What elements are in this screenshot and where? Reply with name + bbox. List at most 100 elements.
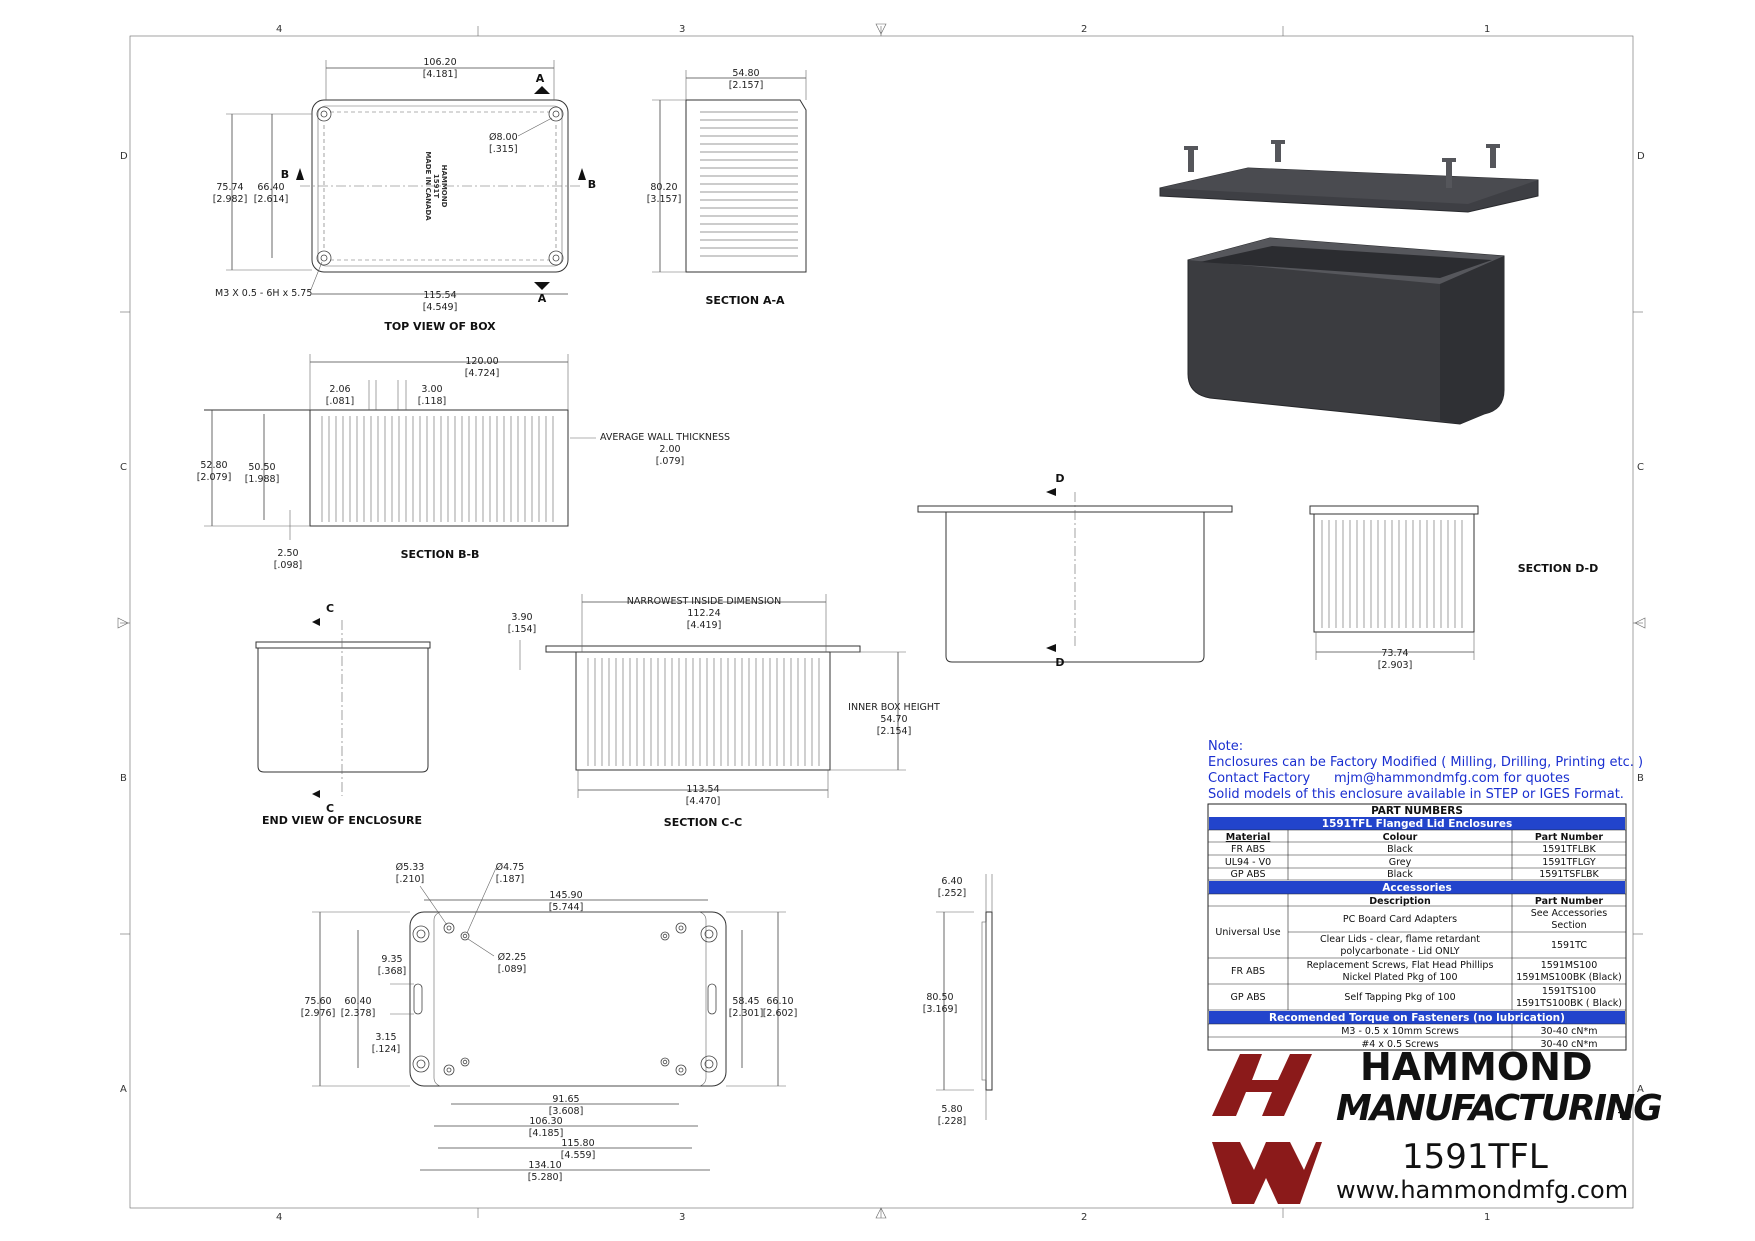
logo-trademark: TM [1618, 1111, 1631, 1120]
notes-block: Note: Enclosures can be Factory Modified… [1208, 739, 1643, 802]
acc3-description-line1: Replacement Screws, Flat Head Phillips [1307, 960, 1494, 971]
section-bb-inner-height: 50.50 [248, 462, 275, 473]
wall-thickness-dim: 2.00 [659, 444, 680, 455]
flange-thickness-dim-in: [.154] [508, 624, 537, 635]
lid-width-dim: 145.90 [549, 890, 582, 901]
lid-side-top-thickness-in: [.252] [938, 888, 967, 899]
base-thickness-dim-in: [.098] [274, 560, 303, 571]
wall-thickness-label: AVERAGE WALL THICKNESS [600, 432, 730, 443]
acc4-part-line1: 1591TS100 [1542, 986, 1596, 997]
table-section-torque: Recomended Torque on Fasteners (no lubri… [1269, 1012, 1565, 1024]
logo-mark-upper [1212, 1054, 1312, 1116]
grid-col-3-top: 3 [679, 24, 685, 35]
top-height-dim: 75.74 [216, 182, 243, 193]
acc4-description: Self Tapping Pkg of 100 [1344, 992, 1455, 1003]
lid-bottom-dim-2: 106.30 [529, 1116, 562, 1127]
lid-hole-diameter-1-in: [.210] [396, 874, 425, 885]
lid-hole-diameter-2-in: [.187] [496, 874, 525, 885]
note-email: mjm@hammondmfg.com for quotes [1334, 771, 1570, 786]
grid-col-2-bottom: 2 [1081, 1212, 1087, 1223]
section-c-marker-bottom: C [326, 802, 334, 815]
lid-side-height: 80.50 [926, 992, 953, 1003]
acc3-description-line2: Nickel Plated Pkg of 100 [1342, 972, 1457, 983]
grid-col-4-bottom: 4 [276, 1212, 282, 1223]
section-a-marker-top: A [536, 72, 545, 85]
grid-col-2-top: 2 [1081, 24, 1087, 35]
narrowest-inside-label: NARROWEST INSIDE DIMENSION [627, 596, 781, 607]
section-aa-height-in: [3.157] [647, 194, 682, 205]
note-line-3: Solid models of this enclosure available… [1208, 787, 1624, 802]
end-view-title: END VIEW OF ENCLOSURE [262, 814, 422, 827]
lid-hole-diameter-1: Ø5.33 [396, 862, 425, 873]
lid-bottom-dim-3-in: [4.559] [561, 1150, 596, 1161]
section-dd-width: 73.74 [1381, 648, 1408, 659]
lid-height-dim: 75.60 [304, 996, 331, 1007]
grid-row-a-left: A [120, 1084, 127, 1095]
narrowest-inside-dim-in: [4.419] [687, 620, 722, 631]
lid-width-dim-in: [5.744] [549, 902, 584, 913]
base-thickness-dim: 2.50 [277, 548, 298, 559]
table-title: PART NUMBERS [1371, 805, 1463, 817]
lid-top-view: Ø5.33 [.210] Ø4.75 [.187] Ø2.25 [.089] 1… [301, 862, 798, 1183]
torque1-description: M3 - 0.5 x 10mm Screws [1341, 1026, 1459, 1037]
grid-col-1-bottom: 1 [1484, 1212, 1490, 1223]
hammond-logo: HAMMOND MANUFACTURING TM 1591TFL www.ham… [1212, 1045, 1663, 1204]
section-b-marker-right: B [588, 178, 596, 191]
section-cc-bottom-dim: 113.54 [686, 784, 719, 795]
torque2-description: #4 x 0.5 Screws [1361, 1039, 1438, 1050]
top-width-dim-in: [4.181] [423, 69, 458, 80]
grid-row-a-right: A [1637, 1084, 1644, 1095]
acc1-description: PC Board Card Adapters [1343, 914, 1457, 925]
arrow-a-top [534, 86, 550, 94]
lid-inner-spacing-in: [2.301] [729, 1008, 764, 1019]
grid-row-d-right: D [1637, 151, 1645, 162]
grid-row-b-left: B [120, 773, 127, 784]
grid-row-d-left: D [120, 151, 128, 162]
lid-side-height-in: [3.169] [923, 1004, 958, 1015]
section-c-marker-top: C [326, 602, 334, 615]
row3-colour: Black [1387, 869, 1413, 880]
grid-ticks [117, 23, 1646, 1219]
lid-bottom-dim-1: 91.65 [552, 1094, 579, 1105]
row1-colour: Black [1387, 844, 1413, 855]
section-aa-width: 54.80 [732, 68, 759, 79]
narrowest-inside-dim: 112.24 [687, 608, 720, 619]
hole-diameter-dim-in: [.315] [489, 144, 518, 155]
header-material: Material [1226, 832, 1270, 843]
lid-hole-spacing-height: 60.40 [344, 996, 371, 1007]
acc4-part-line2: 1591TS100BK ( Black) [1516, 998, 1622, 1009]
hole-diameter-dim: Ø8.00 [489, 132, 518, 143]
inner-box-height-dim-in: [2.154] [877, 726, 912, 737]
acc4-material: GP ABS [1231, 992, 1266, 1003]
rib-gap-dim: 3.00 [421, 384, 442, 395]
drawing-frame [129, 35, 1634, 1209]
top-bottom-dim-in: [4.549] [423, 302, 458, 313]
acc3-part-line2: 1591MS100BK (Black) [1516, 972, 1621, 983]
wall-thickness-dim-in: [.079] [656, 456, 685, 467]
logo-manufacturing: MANUFACTURING [1336, 1088, 1661, 1129]
top-inner-height-dim-in: [2.614] [254, 194, 289, 205]
note-line-1: Enclosures can be Factory Modified ( Mil… [1208, 755, 1643, 770]
header-colour: Colour [1383, 832, 1418, 843]
lid-bottom-dim-4-in: [5.280] [528, 1172, 563, 1183]
note-line-2a: Contact Factory [1208, 771, 1311, 786]
lid-side-bottom-thickness-in: [.228] [938, 1116, 967, 1127]
part-numbers-table: PART NUMBERS 1591TFL Flanged Lid Enclosu… [1207, 803, 1627, 1051]
section-bb-width-in: [4.724] [465, 368, 500, 379]
table-section-enclosures: 1591TFL Flanged Lid Enclosures [1322, 818, 1512, 830]
lid-outer-spacing-in: [2.602] [763, 1008, 798, 1019]
isometric-3d-view [1159, 140, 1539, 425]
top-width-dim: 106.20 [423, 57, 456, 68]
lid-hole-diameter-2: Ø4.75 [496, 862, 525, 873]
section-bb-width: 120.00 [465, 356, 498, 367]
lid-hole-spacing-height-in: [2.378] [341, 1008, 376, 1019]
top-height-dim-in: [2.982] [213, 194, 248, 205]
lid-slot-width: 3.15 [375, 1032, 396, 1043]
end-view-of-enclosure: C C END VIEW OF ENCLOSURE [255, 602, 431, 827]
logo-part-number: 1591TFL [1402, 1137, 1548, 1177]
lid-side-bottom-thickness: 5.80 [941, 1104, 962, 1115]
row2-part: 1591TFLGY [1542, 857, 1596, 868]
section-cc-title: SECTION C-C [664, 816, 742, 829]
thread-spec: M3 X 0.5 - 6H x 5.75 [215, 288, 312, 299]
